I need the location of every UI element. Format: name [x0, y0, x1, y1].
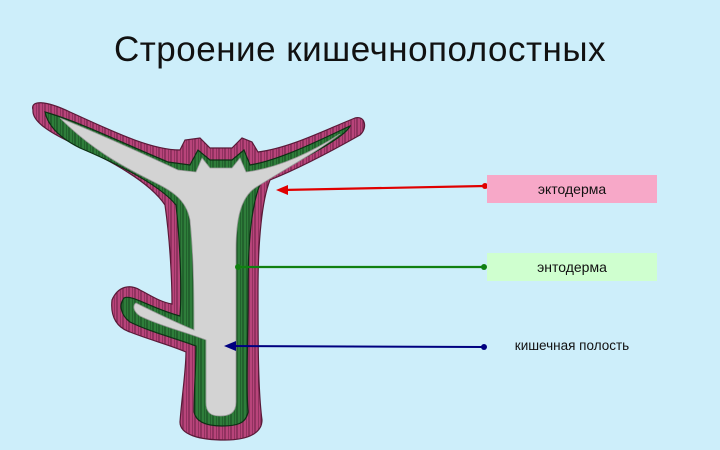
- label-endoderm: энтодерма: [487, 253, 657, 281]
- pointer-cavity: [224, 341, 487, 351]
- pointer-endoderm: [235, 264, 487, 270]
- slide-title: Строение кишечнополостных: [114, 30, 606, 69]
- gut-cavity: [59, 117, 341, 417]
- pointer-ectoderm: [276, 183, 488, 195]
- label-ectoderm: эктодерма: [487, 175, 657, 203]
- label-gut-cavity: кишечная полость: [487, 332, 657, 360]
